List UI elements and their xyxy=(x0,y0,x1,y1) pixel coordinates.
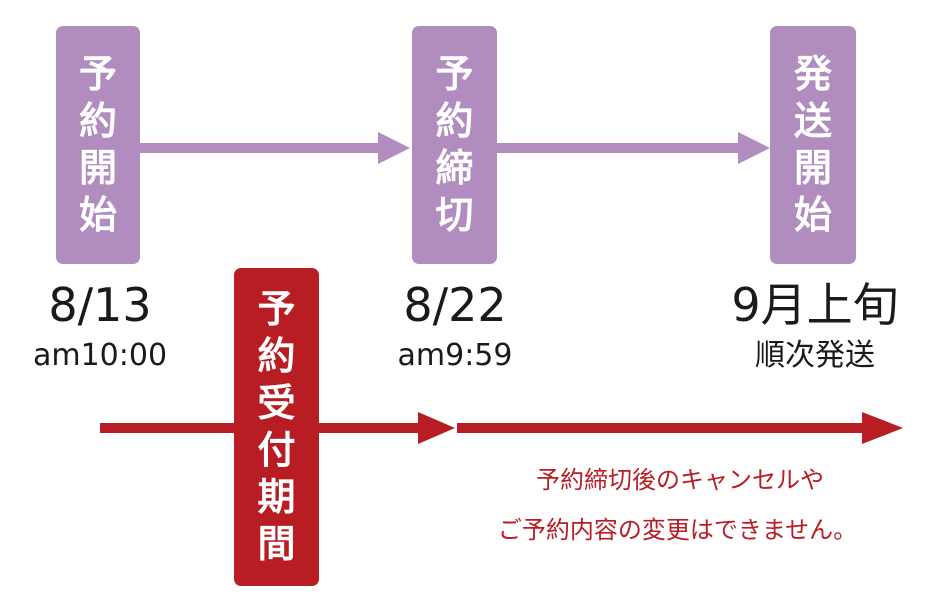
stage-time-start: am10:00 xyxy=(32,338,168,373)
stage-box-reservation-deadline: 予 約 締 切 xyxy=(412,26,497,264)
stage-char: 締 xyxy=(435,146,474,190)
arrowhead-shipping xyxy=(738,132,770,164)
period-char: 間 xyxy=(257,522,296,566)
stage-char: 予 xyxy=(78,52,117,96)
stage-box-reservation-start: 予 約 開 始 xyxy=(56,26,140,264)
stage-box-shipping-start: 発 送 開 始 xyxy=(770,26,856,264)
arrowhead-deadline xyxy=(378,132,410,164)
stage-char: 発 xyxy=(793,52,832,96)
arrowhead-after-deadline xyxy=(862,412,903,444)
cancellation-note-line2: ご予約内容の変更はできません。 xyxy=(497,516,858,544)
stage-date-shipping: 9月上旬 xyxy=(731,278,899,332)
stage-char: 始 xyxy=(793,193,832,237)
period-char: 受 xyxy=(257,381,296,425)
reservation-period-box: 予 約 受 付 期 間 xyxy=(234,268,319,586)
stage-char: 約 xyxy=(435,99,474,143)
stage-time-deadline: am9:59 xyxy=(397,338,513,373)
stage-char: 切 xyxy=(435,193,474,237)
stage-char: 約 xyxy=(78,99,117,143)
stage-char: 始 xyxy=(78,193,117,237)
period-char: 予 xyxy=(257,287,296,331)
stage-char: 送 xyxy=(793,99,832,143)
stage-date-deadline: 8/22 xyxy=(403,278,507,332)
period-char: 期 xyxy=(257,475,296,519)
stage-char: 開 xyxy=(78,146,117,190)
stage-time-shipping: 順次発送 xyxy=(755,338,875,373)
stage-char: 予 xyxy=(435,52,474,96)
arrowhead-period-end xyxy=(418,412,455,444)
period-char: 付 xyxy=(257,428,296,472)
stage-date-start: 8/13 xyxy=(48,278,152,332)
stage-char: 開 xyxy=(793,146,832,190)
period-char: 約 xyxy=(257,334,296,378)
cancellation-note-line1: 予約締切後のキャンセルや xyxy=(536,466,824,494)
